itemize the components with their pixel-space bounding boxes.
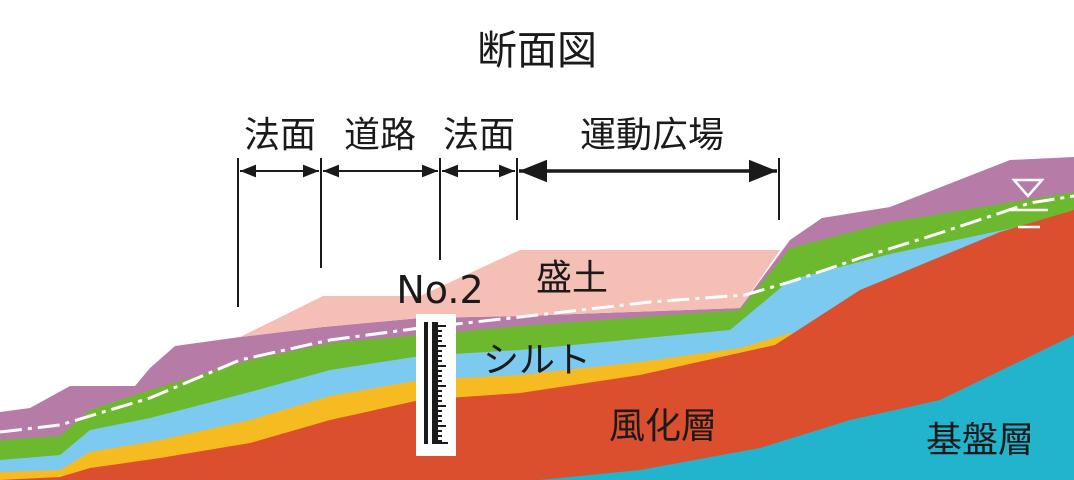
bedrock-layer	[540, 335, 1074, 480]
layer-label-silt: シルト	[483, 340, 591, 381]
groundwater-line	[0, 194, 1074, 434]
borehole-log	[416, 314, 456, 456]
borehole-label: No.2	[396, 268, 483, 312]
layer-label-fill: 盛土	[536, 258, 608, 299]
dimension-lines	[237, 158, 780, 307]
zone-label-slope-right: 法面	[443, 115, 515, 156]
weathered-layer	[0, 210, 1074, 480]
diagram-title: 断面図	[477, 28, 597, 74]
fill-layer	[240, 250, 780, 337]
layer-label-bedrock: 基盤層	[926, 420, 1034, 461]
zone-label-road: 道路	[344, 115, 416, 156]
water-table-icon	[1010, 178, 1048, 229]
zone-label-sports-ground: 運動広場	[580, 115, 724, 156]
layer-label-weathered: 風化層	[609, 406, 717, 447]
zone-label-slope-left: 法面	[244, 115, 316, 156]
